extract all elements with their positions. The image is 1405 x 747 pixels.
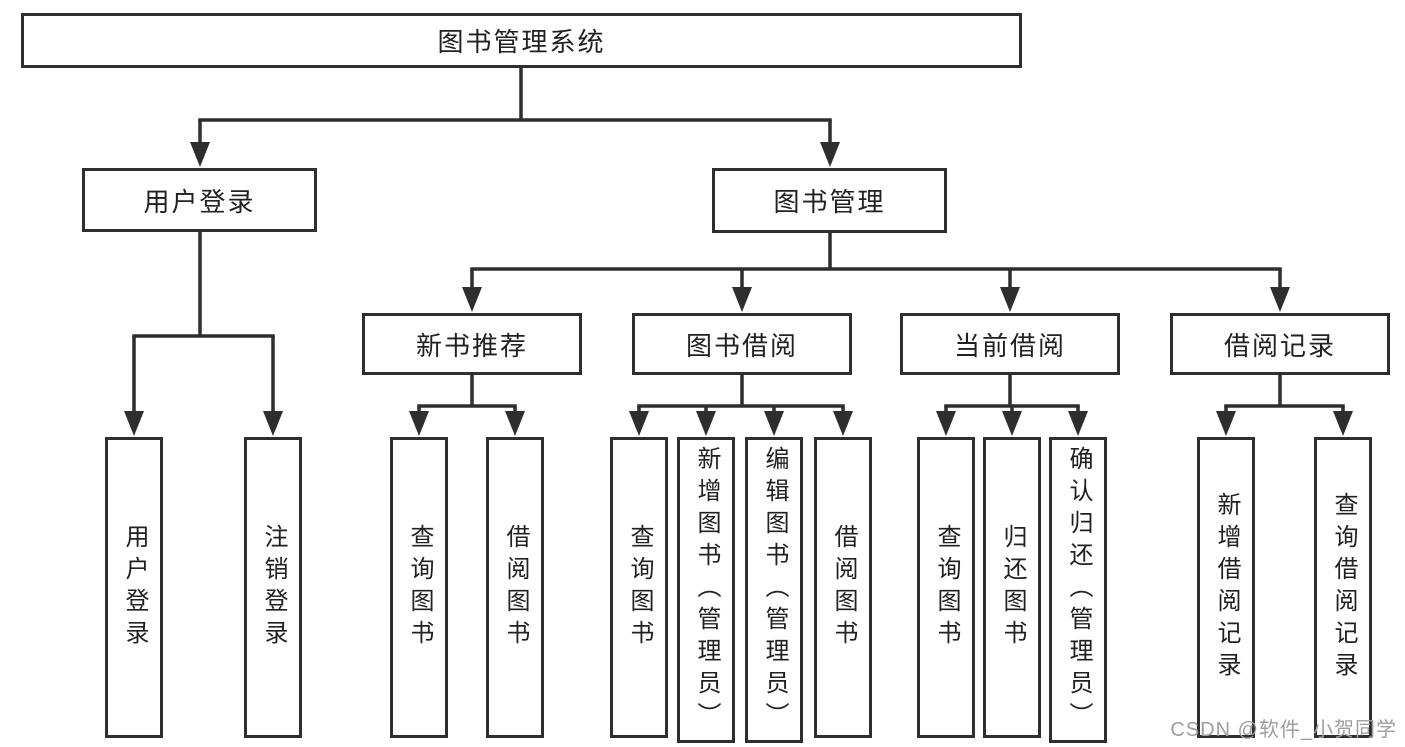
csdn-watermark: CSDN @软件_小贺同学 [1170,719,1397,741]
leaf-user-login: 用户登录 [105,437,163,738]
leaf-query-books-current: 查询图书 [917,437,975,738]
node-label: 新书推荐 [415,330,528,361]
node-new-book-recommend: 新书推荐 [362,313,582,375]
leaf-borrow-books-recommend: 借阅图书 [486,437,544,738]
node-user-login-branch: 用户登录 [82,168,317,232]
node-label: 查询借阅记录 [1330,491,1357,684]
node-label: 图书管理 [773,187,886,217]
node-label: 借阅图书 [502,523,529,652]
node-label: 编辑图书（管理员） [761,446,788,734]
node-label: 归还图书 [999,523,1026,652]
leaf-logout: 注销登录 [244,437,302,738]
node-label: 查询图书 [406,523,433,652]
node-current-borrowing: 当前借阅 [900,313,1120,375]
node-label: 确认归还（管理员） [1065,446,1092,734]
node-label: 当前借阅 [953,330,1066,361]
node-label: 借阅图书 [830,523,857,652]
node-label: 新增借阅记录 [1213,491,1240,684]
leaf-edit-books-admin: 编辑图书（管理员） [745,437,803,743]
node-label: 查询图书 [626,523,653,652]
node-borrow-records: 借阅记录 [1170,313,1390,375]
node-library-system: 图书管理系统 [21,13,1022,68]
leaf-query-borrow-record: 查询借阅记录 [1314,437,1372,738]
node-label: 图书管理系统 [437,27,606,57]
leaf-query-books-borrowing: 查询图书 [610,437,668,738]
node-label: 借阅记录 [1223,330,1336,361]
node-label: 用户登录 [143,186,256,217]
node-book-management: 图书管理 [712,168,947,233]
leaf-add-books-admin: 新增图书（管理员） [677,437,735,743]
node-label: 用户登录 [121,523,148,652]
leaf-query-books-recommend: 查询图书 [390,437,448,738]
leaf-return-books: 归还图书 [983,437,1041,738]
leaf-borrow-books: 借阅图书 [814,437,872,738]
node-book-borrowing: 图书借阅 [632,313,852,375]
node-label: 图书借阅 [685,330,798,361]
node-label: 新增图书（管理员） [693,446,720,734]
leaf-add-borrow-record: 新增借阅记录 [1197,437,1255,738]
node-label: 查询图书 [933,523,960,652]
leaf-confirm-return-admin: 确认归还（管理员） [1049,437,1107,743]
node-label: 注销登录 [260,523,287,652]
